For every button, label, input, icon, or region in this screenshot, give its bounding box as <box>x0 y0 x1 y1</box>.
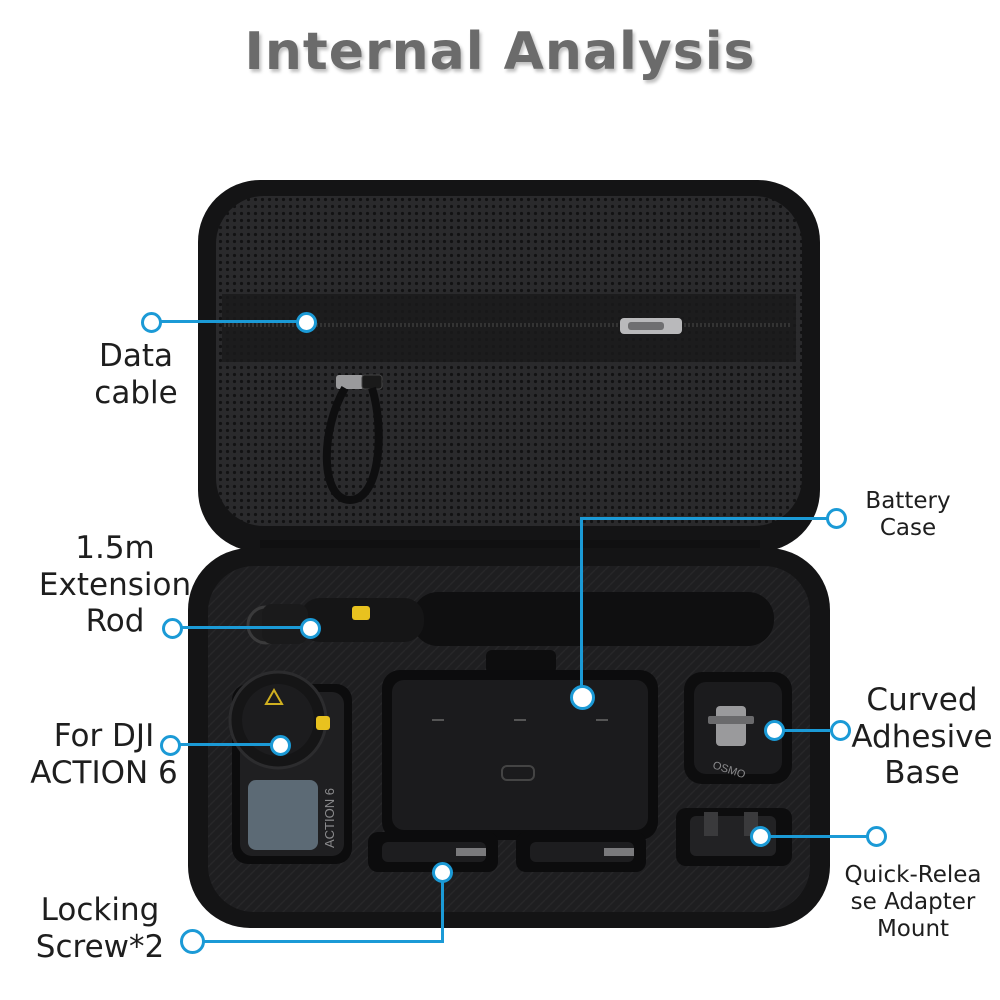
action6-line <box>176 743 276 746</box>
action6-dot-inner <box>270 735 291 756</box>
label-line: Case <box>879 515 937 542</box>
extension-rod-item <box>246 592 774 646</box>
extension-rod-dot-inner <box>300 618 321 639</box>
battery-dot-inner <box>570 685 595 710</box>
label-line: Quick-Relea <box>844 862 982 888</box>
label-line: Rod <box>85 603 145 640</box>
quick-release-item <box>676 808 792 866</box>
zipper-pull <box>620 318 682 334</box>
label-line: Locking <box>40 892 160 928</box>
locking-screw-line-h <box>200 940 444 943</box>
battery-line-h <box>580 517 830 520</box>
curved-base-dot-outer <box>830 720 851 741</box>
zipper-tape <box>222 294 796 362</box>
action6-dot-outer <box>160 735 181 756</box>
page-title: Internal Analysis <box>244 22 756 82</box>
camera-brand-text: ACTION 6 <box>322 788 337 848</box>
curved-base-line <box>774 729 836 732</box>
label-line: Extension <box>38 566 192 603</box>
locking-screw-dot-outer <box>180 929 205 954</box>
label-line: Battery <box>865 488 951 514</box>
locking-screw-dot-inner <box>432 862 453 883</box>
quick-release-line-h <box>758 835 870 838</box>
locking-screw-line-v <box>441 872 444 942</box>
label-line: ACTION 6 <box>30 754 178 791</box>
battery-dot-outer <box>826 508 847 529</box>
label-extension-rod: 1.5m Extension Rod <box>26 530 204 640</box>
quick-release-dot-inner <box>750 826 771 847</box>
label-data-cable: Data cable <box>68 338 204 411</box>
label-line: cable <box>94 374 178 411</box>
label-line: Mount <box>876 916 950 943</box>
data-cable-dot-outer <box>141 312 162 333</box>
extension-rod-dot-outer <box>162 618 183 639</box>
data-cable-dot-inner <box>296 312 317 333</box>
label-line: For DJI <box>53 718 155 754</box>
label-locking-screw: Locking Screw*2 <box>22 892 178 965</box>
action6-camera-item: ACTION 6 <box>228 670 352 864</box>
label-curved-base: Curved Adhesive Base <box>846 682 998 792</box>
label-line: Curved <box>866 682 978 718</box>
quick-release-dot-outer <box>866 826 887 847</box>
data-cable-item <box>322 374 383 505</box>
label-quick-release: Quick-Relea se Adapter Mount <box>830 862 996 943</box>
extension-rod-line <box>180 626 304 629</box>
curved-base-item: OSMO <box>684 672 792 784</box>
battery-line-v <box>580 517 583 687</box>
battery-case-item <box>382 650 658 840</box>
label-line: 1.5m <box>75 530 155 566</box>
label-battery-case: Battery Case <box>840 488 976 542</box>
label-line: Adhesive <box>851 718 993 755</box>
data-cable-line <box>156 320 302 323</box>
label-action6: For DJI ACTION 6 <box>24 718 184 791</box>
label-line: se Adapter <box>850 889 976 916</box>
label-line: Screw*2 <box>35 928 165 965</box>
label-line: Base <box>884 755 960 792</box>
curved-base-dot-inner <box>764 720 785 741</box>
locking-screw-items <box>368 832 646 872</box>
label-line: Data <box>98 338 174 374</box>
